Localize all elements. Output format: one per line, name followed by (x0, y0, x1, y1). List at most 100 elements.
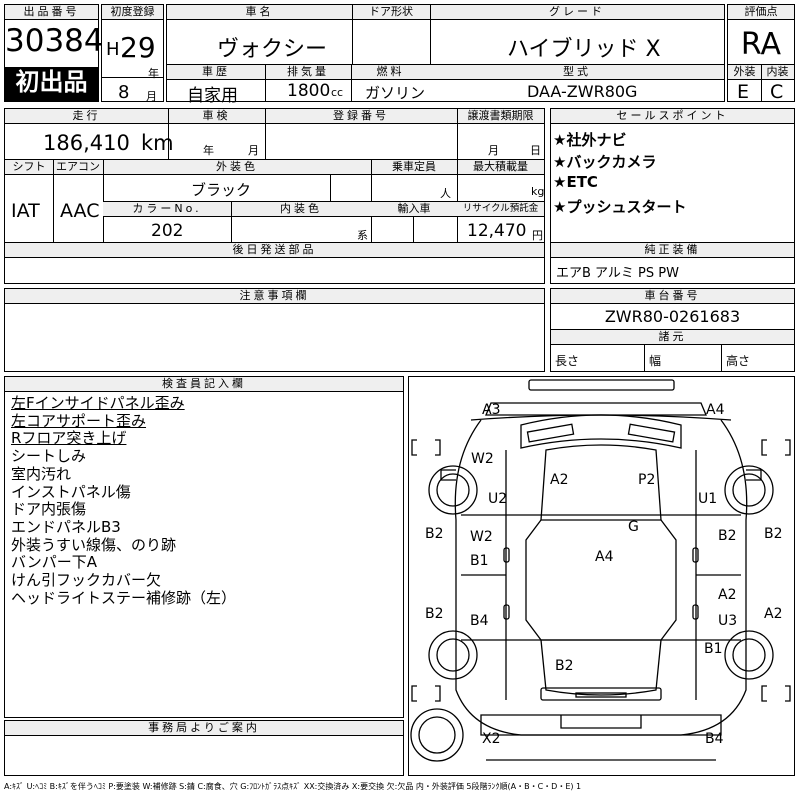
specs-label: 諸元 (551, 330, 794, 345)
equipment: エアB アルミ PS PW (556, 266, 679, 281)
model-label: 型式 (430, 65, 724, 80)
divider (167, 64, 724, 65)
color-label: 外装色 (103, 160, 371, 175)
inspector-note: インストパネル傷 (11, 482, 131, 501)
inspector-note: Rフロア突き上げ (11, 429, 127, 448)
damage-mark: B2 (764, 526, 783, 542)
ac: AAC (60, 200, 100, 222)
ac-label: エアコン (53, 160, 103, 175)
sales-points-cell: セールスポイント ★社外ナビ ★バックカメラ ★ETC ★プッシュスタート 純正… (550, 108, 795, 284)
chassis-cell: 車台番号 ZWR80-0261683 諸元 長さ 幅 高さ (550, 288, 795, 372)
inspector-note: 左コアサポート歪み (11, 411, 147, 430)
details-grid: 走行 車検 登録番号 譲渡書類期限 186,410 km 年 月 月 日 シフト… (4, 108, 545, 284)
length-label: 長さ (555, 354, 580, 368)
chassis-label: 車台番号 (551, 289, 794, 304)
damage-mark: W2 (471, 451, 494, 467)
car-damage-diagram: A3 A4 W2 U2 U1 A2 P2 G B2 B2 W2 B1 A4 B2… (408, 376, 795, 776)
mileage-unit: km (141, 131, 174, 155)
first-listing-badge (5, 67, 98, 101)
damage-mark: B1 (704, 641, 723, 657)
year-unit: 年 (148, 67, 159, 80)
color-no-label: カラーNo. (103, 202, 231, 217)
sales-point: ★プッシュスタート (553, 198, 687, 216)
inspector-note: 室内汚れ (11, 464, 72, 483)
damage-mark: P2 (638, 472, 655, 488)
divider (265, 109, 266, 159)
mileage: 186,410 (43, 131, 130, 155)
damage-mark: U3 (718, 613, 737, 629)
inspector-note: 外装うすい線傷、のり跡 (11, 535, 177, 554)
damage-mark: B2 (718, 528, 737, 544)
transfer-day-unit: 日 (530, 144, 541, 157)
car-name-label: 車名 (167, 5, 352, 20)
damage-mark: A2 (550, 472, 568, 488)
divider (102, 77, 163, 78)
divider (551, 329, 794, 330)
reg-no-label: 登録番号 (265, 109, 457, 124)
notes-label: 注意事項欄 (5, 289, 544, 304)
divider (103, 201, 544, 202)
interior-color-unit: 系 (357, 229, 368, 242)
reg-month: 8 (118, 82, 130, 103)
capacity-label: 乗車定員 (371, 160, 457, 175)
model: DAA-ZWR80G (527, 82, 638, 101)
office-notes-cell: 事務局よりご案内 (4, 720, 404, 776)
shift: IAT (11, 200, 40, 222)
history-label: 車歴 (167, 65, 265, 80)
sales-point: ★ETC (553, 173, 598, 191)
damage-mark: A4 (595, 549, 614, 565)
divider (265, 65, 266, 101)
damage-mark: B2 (425, 526, 444, 542)
vehicle-info-grid: 車名 ドア形状 グレード ヴォクシー ハイブリッド X 車歴 排気量 燃料 型式… (166, 4, 725, 106)
recycle-unit: 円 (532, 229, 543, 242)
inspector-note: 左Fインサイドパネル歪み (11, 394, 185, 412)
damage-marks: A3 A4 W2 U2 U1 A2 P2 G B2 B2 W2 B1 A4 B2… (425, 402, 783, 747)
divider (168, 109, 169, 159)
lot-number-cell: 出品番号 30384 初出品 (4, 4, 104, 102)
score: RA (740, 27, 782, 62)
displacement-label: 排気量 (265, 65, 351, 80)
equipment-label: 純正装備 (551, 243, 794, 258)
damage-mark: B4 (470, 613, 489, 629)
damage-mark: X2 (482, 731, 501, 747)
grade-label: グレード (430, 5, 724, 20)
divider (761, 65, 762, 101)
import-label: 輸入車 (371, 202, 457, 217)
sales-points-label: セールスポイント (551, 109, 794, 124)
damage-mark: U1 (698, 491, 717, 507)
inspection-month-unit: 月 (248, 144, 259, 157)
exterior-score: E (737, 81, 750, 103)
lot-number: 30384 (5, 23, 104, 59)
exterior-label: 外装 (728, 65, 761, 80)
damage-mark: G (628, 519, 639, 535)
max-load-label: 最大積載量 (457, 160, 544, 175)
damage-mark: A2 (764, 606, 782, 622)
month-unit: 月 (146, 90, 157, 103)
max-load-unit: kg (531, 185, 545, 198)
divider (457, 109, 458, 159)
divider (53, 160, 54, 242)
inspector-notes-label: 検査員記入欄 (5, 377, 403, 392)
mileage-label: 走行 (5, 109, 168, 124)
damage-mark: A2 (718, 587, 736, 603)
color-no: 202 (151, 221, 184, 241)
car-diagram-svg: A3 A4 W2 U2 U1 A2 P2 G B2 B2 W2 B1 A4 B2… (410, 379, 791, 762)
divider (231, 202, 232, 242)
first-registration-cell: 初度登録 H 29 年 8 月 (101, 4, 164, 103)
divider (352, 5, 353, 65)
interior-score: C (770, 81, 784, 103)
inspector-note: バンパー下A (11, 553, 98, 572)
damage-mark: B1 (470, 553, 489, 569)
recycle-label: リサイクル預託金 (457, 202, 544, 217)
inspector-notes-list: 左Fインサイドパネル歪み 左コアサポート歪み Rフロア突き上げ シートしみ 室内… (11, 394, 236, 607)
inspector-note: ドア内張傷 (11, 500, 87, 519)
damage-mark: A4 (706, 402, 725, 418)
divider (644, 345, 645, 371)
score-cell: 評価点 RA 外装 内装 E C (727, 4, 795, 103)
displacement: 1800 (287, 81, 331, 101)
first-listing-text: 初出品 (15, 68, 88, 96)
grade: ハイブリッド X (507, 37, 661, 62)
transfer-month-unit: 月 (488, 144, 499, 157)
interior-label: 内装 (761, 65, 794, 80)
damage-mark: B4 (705, 731, 724, 747)
